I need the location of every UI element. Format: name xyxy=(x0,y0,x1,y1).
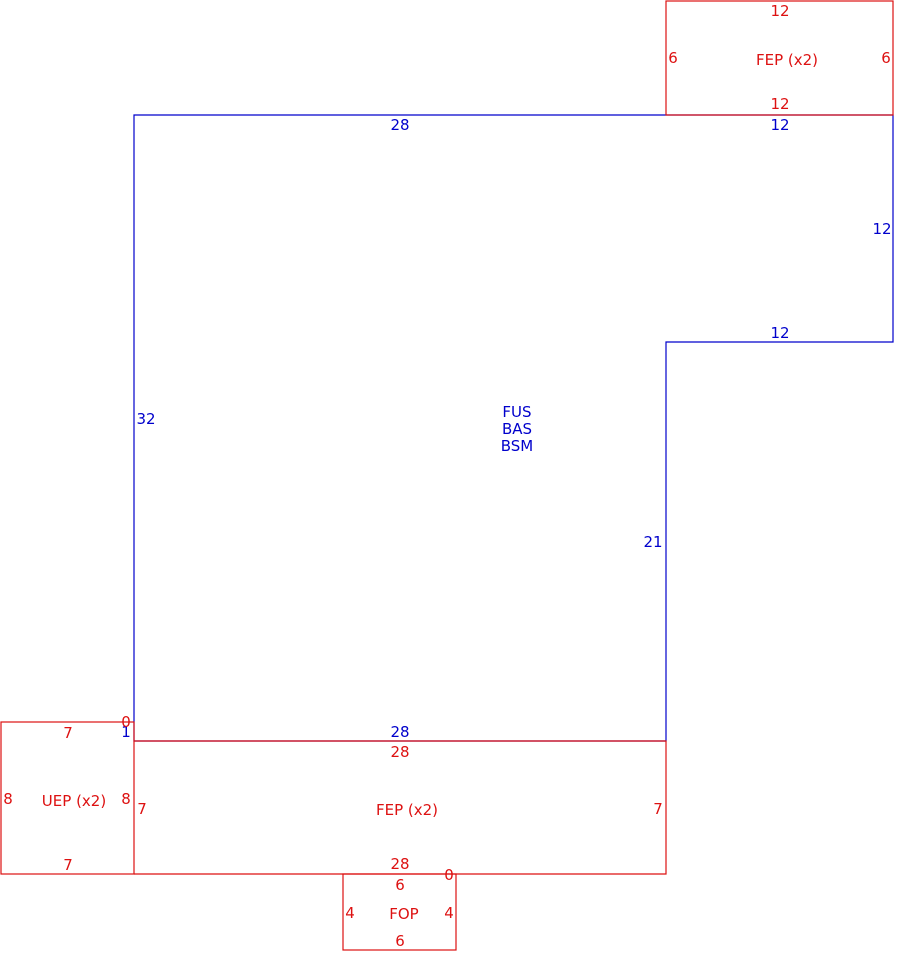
main-dim-bottom: 28 xyxy=(390,723,409,741)
main-dim-step: 12 xyxy=(770,324,789,342)
main-dim-top-left: 28 xyxy=(390,116,409,134)
uep-dim-left: 8 xyxy=(3,790,13,808)
uep-dim-corner: 0 xyxy=(121,713,131,731)
fop-dim-top: 6 xyxy=(395,876,405,894)
fep-bottom-dim-right: 7 xyxy=(653,800,663,818)
fop-dim-bottom: 6 xyxy=(395,932,405,950)
fop-dim-left: 4 xyxy=(345,904,355,922)
fep-top-dim-top: 12 xyxy=(770,2,789,20)
fep-top-dim-bottom: 12 xyxy=(770,95,789,113)
fep-top-dim-left: 6 xyxy=(668,49,678,67)
fep-top-outline xyxy=(665,0,894,116)
fep-bottom-name: FEP (x2) xyxy=(376,801,438,819)
main-code-1: FUS xyxy=(502,403,531,421)
fep-top-dim-right: 6 xyxy=(881,49,891,67)
fep-bottom-dim-corner: 0 xyxy=(444,866,454,884)
fep-bottom-dim-bottom: 28 xyxy=(390,855,409,873)
main-dim-left: 32 xyxy=(136,410,155,428)
main-dim-right-lower: 21 xyxy=(643,533,662,551)
uep-outline xyxy=(0,721,135,875)
main-dim-top-right: 12 xyxy=(770,116,789,134)
fep-bottom-dim-left: 7 xyxy=(137,800,147,818)
fop-dim-right: 4 xyxy=(444,904,454,922)
fep-top-name: FEP (x2) xyxy=(756,51,818,69)
fep-bottom-dim-top: 28 xyxy=(390,743,409,761)
fop-name: FOP xyxy=(389,905,418,923)
uep-name: UEP (x2) xyxy=(42,792,106,810)
main-code-2: BAS xyxy=(502,420,532,438)
uep-dim-bottom: 7 xyxy=(63,856,73,874)
fop-outline xyxy=(342,873,457,951)
main-dim-right-upper: 12 xyxy=(872,220,891,238)
main-code-3: BSM xyxy=(501,437,534,455)
main-dim-corner: 1 xyxy=(121,723,131,741)
uep-dim-right: 8 xyxy=(121,790,131,808)
uep-dim-top: 7 xyxy=(63,724,73,742)
